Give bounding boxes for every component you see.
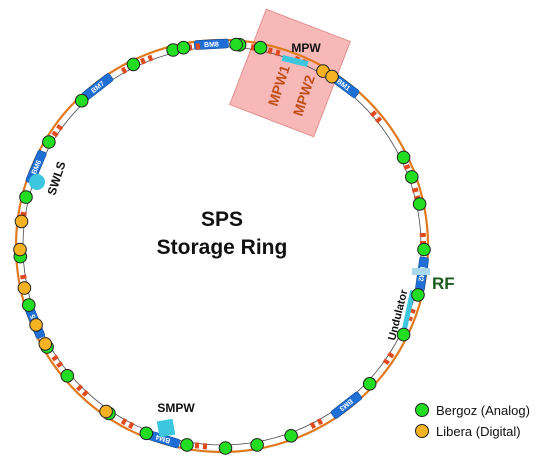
quadrupole-block [81, 389, 89, 397]
bergoz-bpm-marker [417, 242, 431, 257]
mpw-label: MPW [291, 41, 321, 55]
libera-bpm-marker [17, 281, 32, 295]
quadrupole-block [374, 116, 383, 124]
quadrupole-block [51, 354, 59, 362]
libera-bpm-marker [29, 318, 43, 332]
quadrupole-magnet [51, 124, 64, 138]
bending-magnet-body [193, 38, 229, 50]
quadrupole-magnet [267, 47, 281, 57]
ring-title-line1: SPS [201, 208, 243, 231]
bergoz-bpm-marker [60, 369, 75, 383]
libera-bpm-marker [14, 214, 29, 229]
swls-label: SWLS [45, 160, 69, 197]
quadrupole-block [120, 418, 128, 426]
bergoz-bpm-marker [126, 57, 141, 72]
quadrupole-block [387, 351, 395, 359]
bending-magnet-label: BM8 [204, 41, 219, 49]
legend-libera-marker [415, 424, 429, 438]
quadrupole-magnet [382, 351, 395, 366]
quadrupole-magnet [75, 384, 89, 397]
smpw-label: SMPW [157, 401, 195, 415]
quadrupole-block [411, 187, 419, 193]
bergoz-bpm-marker [396, 327, 411, 342]
bergoz-bpm-marker [176, 40, 191, 55]
ring-title-line2: Storage Ring [157, 236, 288, 259]
libera-bpm-marker [99, 404, 113, 419]
quadrupole-block [309, 421, 317, 429]
quadrupole-magnet [140, 54, 154, 65]
legend-libera-label: Libera (Digital) [436, 424, 521, 439]
bending-magnet-body [330, 391, 363, 419]
bergoz-bpm-marker [139, 426, 154, 441]
quadrupole-block [195, 43, 201, 50]
quadrupole-magnet [369, 110, 383, 124]
bending-magnet-label: BM4 [155, 433, 171, 444]
quadrupole-block [202, 443, 208, 450]
quadrupole-block [316, 418, 324, 426]
libera-bpm-marker [38, 337, 53, 351]
quadrupole-magnet [120, 418, 135, 429]
quadrupole-magnet [309, 418, 324, 429]
undulator-device [399, 290, 416, 341]
bergoz-bpm-marker [253, 40, 268, 55]
legend-bergoz-marker [415, 403, 429, 417]
quadrupole-magnet [51, 354, 64, 368]
quadrupole-block [75, 384, 84, 392]
bergoz-bpm-marker [218, 441, 233, 455]
legend: Bergoz (Analog) Libera (Digital) [415, 403, 530, 439]
quadrupole-block [369, 110, 378, 118]
smpw-device [156, 418, 176, 438]
quadrupole-block [419, 232, 426, 238]
bending-magnet-bm3: BM3 [330, 391, 363, 419]
quadrupole-block [127, 421, 135, 429]
quadrupole-block [120, 66, 128, 74]
bergoz-bpm-marker [42, 135, 56, 149]
legend-bergoz-label: Bergoz (Analog) [436, 403, 530, 418]
quadrupole-block [51, 130, 59, 138]
bergoz-bpm-marker [396, 150, 411, 165]
libera-bpm-marker [325, 69, 339, 84]
bergoz-bpm-marker [284, 429, 298, 443]
quadrupole-block [194, 442, 200, 449]
quadrupole-block [275, 49, 281, 57]
bergoz-bpm-marker [362, 377, 377, 391]
quadrupole-block [403, 164, 411, 170]
quadrupole-block [147, 54, 154, 62]
bpm-markers [13, 37, 431, 455]
rf-label: RF [432, 274, 455, 293]
quadrupole-block [20, 274, 27, 280]
rf-cavity-device [412, 268, 430, 275]
quadrupole-block [56, 361, 64, 368]
bergoz-bpm-marker [22, 298, 36, 312]
quadrupole-block [382, 358, 390, 366]
bergoz-bpm-marker [74, 93, 89, 108]
bergoz-bpm-marker [412, 197, 427, 211]
bergoz-bpm-marker [180, 438, 194, 452]
bending-magnet-bm8: BM8 [193, 38, 229, 50]
libera-bpm-marker [13, 242, 27, 257]
quadrupole-block [56, 124, 64, 131]
quadrupole-block [140, 57, 146, 65]
bergoz-bpm-marker [229, 37, 243, 52]
swls-device [29, 174, 45, 190]
bergoz-bpm-marker [250, 438, 264, 452]
bergoz-bpm-marker [19, 190, 33, 204]
bergoz-bpm-marker [405, 170, 419, 184]
quadrupole-magnet [194, 442, 208, 450]
mpw-device [281, 54, 309, 68]
bending-magnet-label: BM6 [31, 159, 43, 175]
quadrupole-block [267, 47, 273, 55]
bergoz-bpm-marker [411, 288, 425, 302]
